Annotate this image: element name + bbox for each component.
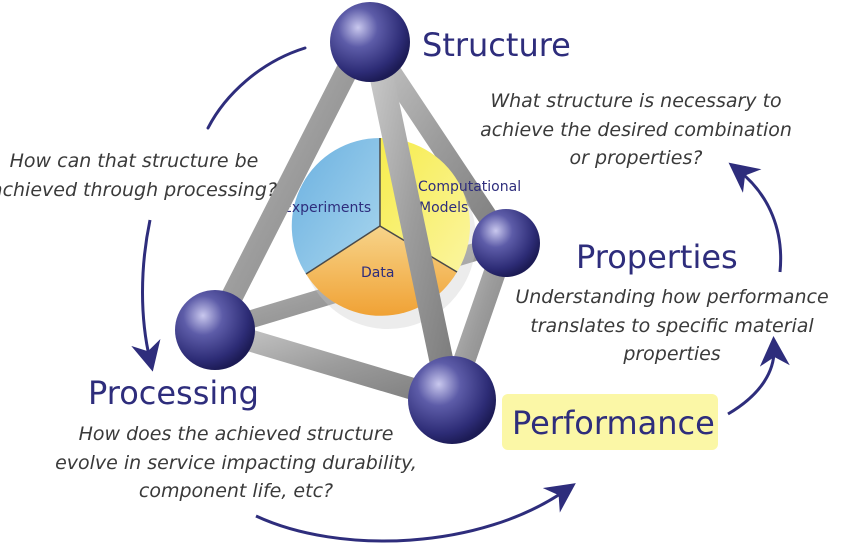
rod-structure-processing (204, 34, 371, 341)
rod-structure-performance (364, 38, 460, 404)
question-performance: How does the achieved structure evolve i… (55, 423, 417, 502)
arrow-performance-to-properties (727, 336, 790, 416)
question-performance-line-2: evolve in service impacting durability, (55, 452, 417, 474)
question-processing: How can that structure be achieved throu… (0, 150, 277, 201)
sphere-properties (472, 209, 540, 277)
performance-highlight (502, 394, 718, 450)
question-processing-line-1: How can that structure be (10, 150, 259, 172)
question-properties-line-2: translates to specific material (530, 315, 814, 337)
label-structure: Structure (422, 26, 571, 64)
label-performance: Performance (512, 404, 715, 442)
question-properties-line-1: Understanding how performance (515, 286, 828, 308)
core-label-experiments: Experiments (283, 200, 371, 216)
question-structure: What structure is necessary to achieve t… (480, 90, 792, 169)
arrow-structure-to-processing (206, 46, 307, 130)
question-performance-line-1: How does the achieved structure (79, 423, 394, 445)
core-label-computational-1: Computational (418, 179, 521, 195)
question-properties-line-3: properties (622, 343, 720, 365)
core-label-data: Data (361, 265, 394, 281)
arrow-properties-to-structure (728, 162, 783, 273)
sphere-structure (330, 2, 410, 82)
label-properties: Properties (576, 238, 738, 276)
sphere-performance (408, 356, 496, 444)
question-properties: Understanding how performance translates… (515, 286, 828, 365)
question-structure-line-1: What structure is necessary to (490, 90, 781, 112)
arrow-processing-to-performance (255, 483, 576, 543)
question-processing-line-2: achieved through processing? (0, 179, 277, 201)
sphere-processing (175, 290, 255, 370)
question-structure-line-2: achieve the desired combination (480, 119, 792, 141)
arrow-processing-down (131, 219, 161, 372)
label-processing: Processing (88, 374, 259, 412)
core-label-computational-2: Models (419, 200, 468, 216)
question-performance-line-3: component life, etc? (139, 480, 333, 502)
question-structure-line-3: or properties? (570, 147, 703, 169)
